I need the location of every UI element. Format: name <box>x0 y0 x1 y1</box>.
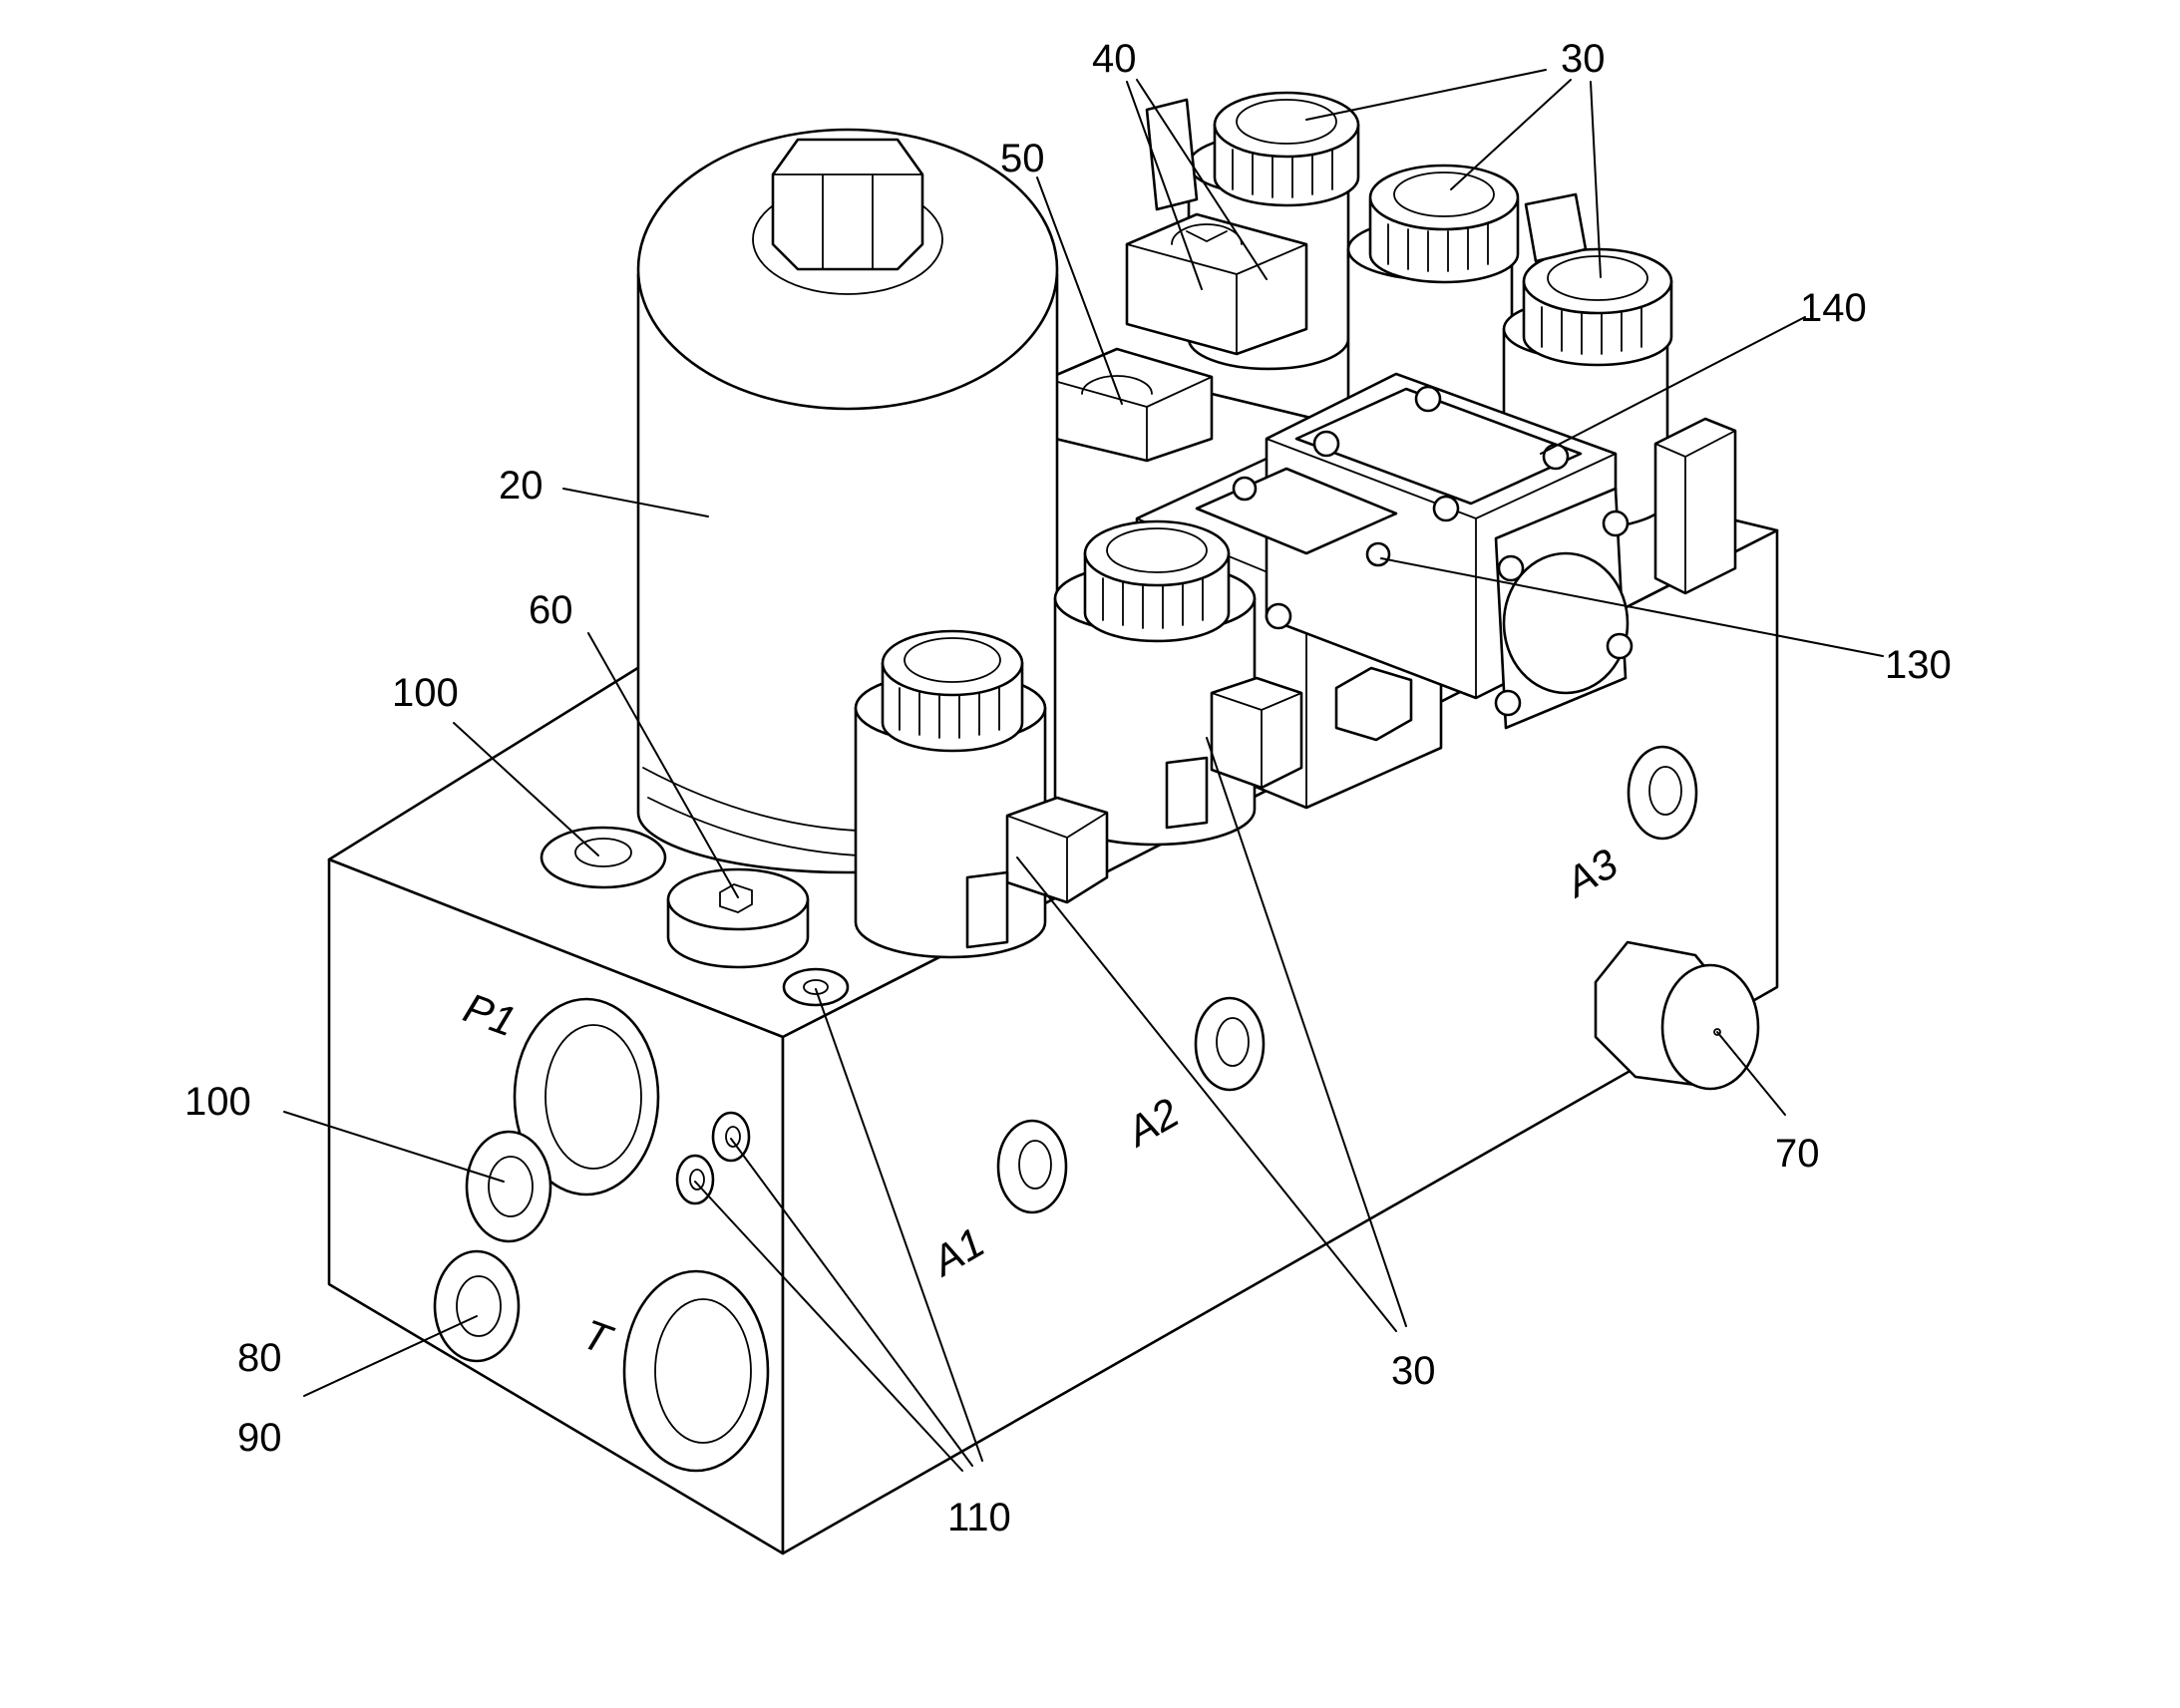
leader-40b <box>1136 79 1268 280</box>
leader-30-bottom-a <box>1016 856 1397 1332</box>
leader-50 <box>1036 176 1123 405</box>
gauge-port-top <box>782 967 850 1007</box>
top-plugs <box>540 826 850 1007</box>
gauge-port-left-1 <box>711 1111 751 1163</box>
leader-lines <box>283 69 1884 1472</box>
ref-140: 140 <box>1800 286 1867 330</box>
leader-110-c <box>815 988 983 1462</box>
ref-30-top: 30 <box>1561 37 1606 81</box>
port-a3 <box>1627 745 1698 841</box>
front-face-ports <box>996 745 1760 1214</box>
leader-60 <box>587 632 739 898</box>
ref-70: 70 <box>1775 1132 1820 1176</box>
cover-plate-140 <box>1294 387 1583 506</box>
front-valve-coils <box>854 519 1303 959</box>
leader-30-top-c <box>1590 81 1602 278</box>
ref-50: 50 <box>1000 137 1045 180</box>
port-p1 <box>513 997 660 1196</box>
leader-30-top-a <box>1305 69 1547 121</box>
valve-bodies <box>1135 372 1737 810</box>
connector-right <box>1653 417 1737 595</box>
leader-110-a <box>694 1181 963 1472</box>
leader-80-90 <box>303 1315 478 1397</box>
rear-connector-right <box>1524 192 1588 263</box>
plug-80-90 <box>433 1249 521 1363</box>
ref-80: 80 <box>237 1336 282 1380</box>
leader-100-left <box>283 1111 505 1183</box>
leader-70 <box>1716 1031 1786 1116</box>
coil-tab-2 <box>1165 756 1209 830</box>
ref-100-top: 100 <box>392 671 459 715</box>
leader-30-bottom-b <box>1206 737 1407 1327</box>
leader-110-b <box>730 1138 973 1467</box>
ref-100-left: 100 <box>184 1080 251 1124</box>
ref-30-bottom: 30 <box>1391 1349 1436 1393</box>
reference-numerals: 20 30 30 40 50 60 70 80 90 100 100 110 1… <box>184 37 1952 1539</box>
ref-60: 60 <box>529 588 573 632</box>
plug-100-top <box>540 826 667 889</box>
coil-tab-1 <box>965 870 1009 949</box>
plug-100-left <box>465 1130 552 1243</box>
solenoid-20-hex-nut <box>771 138 924 271</box>
leader-100-top <box>453 722 599 856</box>
leader-130 <box>1380 557 1884 657</box>
connector-50 <box>1045 347 1214 463</box>
rear-connector-left <box>1145 98 1199 211</box>
port-t <box>622 1269 770 1473</box>
leader-40 <box>1126 81 1203 290</box>
rear-knurled-caps <box>1213 91 1673 367</box>
ref-40: 40 <box>1092 37 1137 81</box>
port-a1 <box>996 1119 1068 1214</box>
ref-110: 110 <box>947 1496 1011 1539</box>
leader-20 <box>562 488 709 517</box>
connector-front-2 <box>1210 676 1303 790</box>
ref-90: 90 <box>237 1416 282 1460</box>
leader-140 <box>1540 316 1806 455</box>
hex-plug-valve <box>1334 666 1413 742</box>
electrical-connectors-rear <box>1045 98 1588 463</box>
connector-front-1 <box>1005 796 1109 904</box>
ref-20: 20 <box>499 464 544 508</box>
ref-130: 130 <box>1885 643 1952 687</box>
connector-40 <box>1125 212 1308 356</box>
leader-30-top-b <box>1450 79 1572 190</box>
port-a2 <box>1194 996 1266 1092</box>
block-front-face <box>781 528 1779 1555</box>
